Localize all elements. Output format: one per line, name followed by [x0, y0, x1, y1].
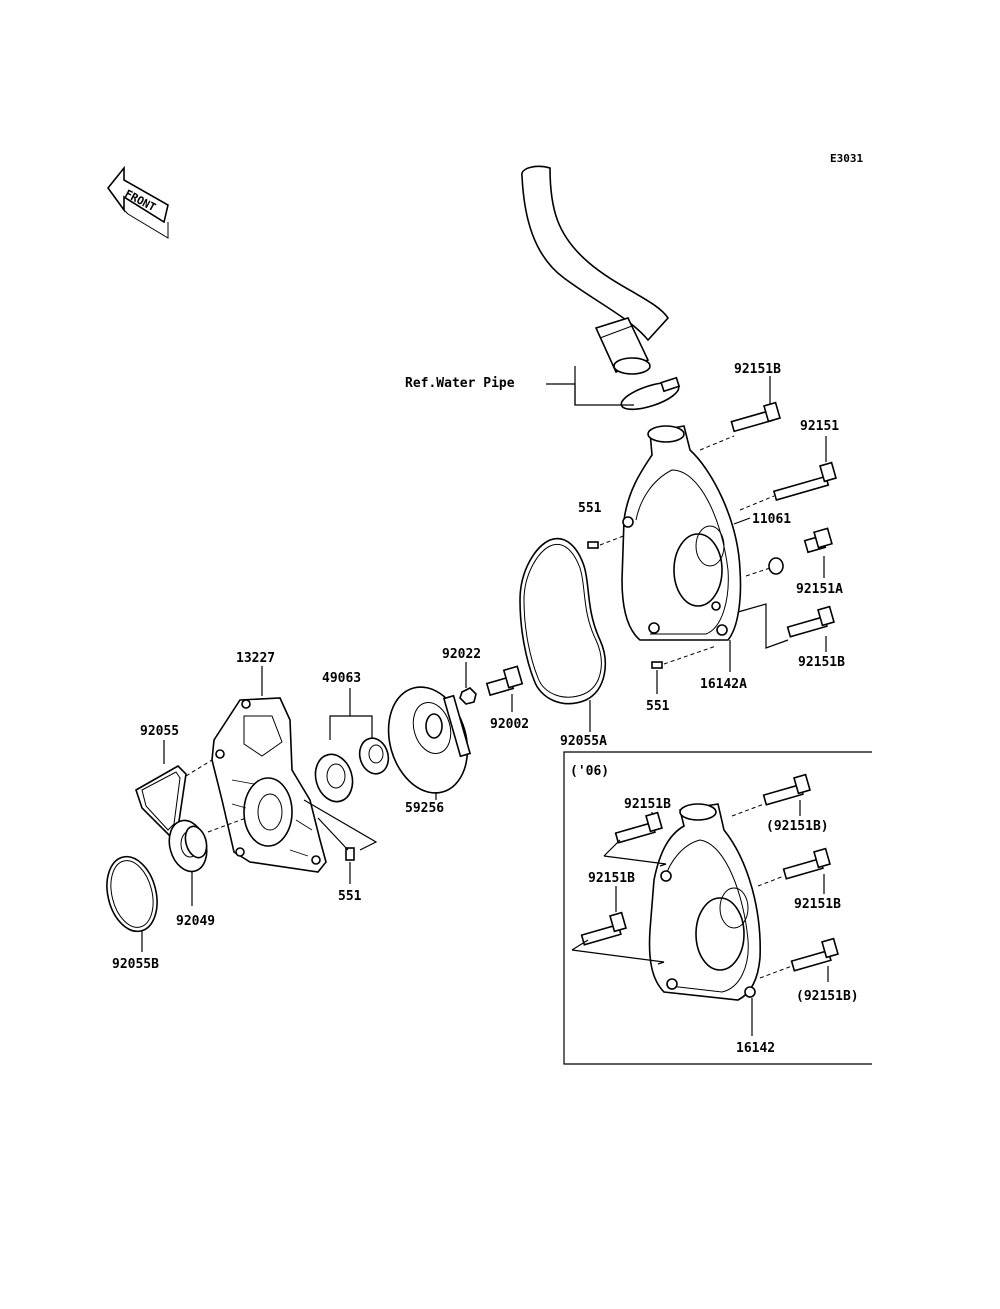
o-ring-92055B — [106, 855, 158, 933]
label-92055B: 92055B — [112, 957, 159, 972]
pump-cover-16142A — [621, 425, 742, 641]
washer-11061 — [768, 557, 784, 575]
pump-cover-16142 — [648, 803, 761, 1001]
label-92055: 92055 — [140, 724, 179, 739]
label-v92151B-b: (92151B) — [766, 819, 829, 834]
label-v16142: 16142 — [736, 1041, 775, 1056]
label-v92151B-d: 92151B — [588, 871, 635, 886]
dowel-pin-551-mid — [651, 661, 663, 669]
label-551-mid: 551 — [646, 699, 670, 714]
front-arrow-icon: FRONT — [106, 165, 169, 239]
label-92151: 92151 — [800, 419, 839, 434]
pump-housing-13227 — [211, 697, 327, 873]
label-v92151B-e: (92151B) — [796, 989, 859, 1004]
water-pipe-hose — [521, 165, 670, 375]
label-551-upper: 551 — [578, 501, 602, 516]
label-92022: 92022 — [442, 647, 481, 662]
gasket-92055A — [519, 537, 607, 705]
bolt-v92151B-e — [790, 937, 839, 972]
bolt-v92151B-d — [580, 911, 627, 946]
diagram-code: E3031 — [830, 152, 863, 165]
label-92049: 92049 — [176, 914, 215, 929]
label-11061: 11061 — [752, 512, 791, 527]
label-92151A: 92151A — [796, 582, 843, 597]
dowel-pin-551-upper — [587, 541, 599, 549]
bolt-92151B-right — [786, 605, 835, 638]
bolt-92151B-top — [730, 401, 781, 433]
label-13227: 13227 — [236, 651, 275, 666]
impeller-59256 — [387, 686, 472, 794]
variant-label: ('06) — [570, 764, 609, 779]
label-92055A: 92055A — [560, 734, 607, 749]
label-92151B-top: 92151B — [734, 362, 781, 377]
oil-seal-92049 — [168, 819, 208, 873]
label-49063: 49063 — [322, 671, 361, 686]
nut-92022 — [459, 687, 477, 705]
hose-clamp — [620, 376, 681, 411]
bolt-v92151B-c — [782, 847, 831, 880]
seal-49063 — [314, 737, 390, 803]
label-92151B-right: 92151B — [798, 655, 845, 670]
label-59256: 59256 — [405, 801, 444, 816]
bolt-92002 — [485, 665, 524, 697]
bolt-v92151B-b — [762, 773, 811, 806]
bolt-v92151B-a — [614, 811, 663, 844]
bolt-92151A — [803, 527, 833, 554]
ref-water-pipe-label: Ref.Water Pipe — [405, 376, 515, 391]
label-v92151B-c: 92151B — [794, 897, 841, 912]
label-16142A: 16142A — [700, 677, 747, 692]
bolt-92151 — [772, 461, 837, 501]
label-92002: 92002 — [490, 717, 529, 732]
dowel-pin-551-lower — [345, 847, 355, 861]
label-v92151B-a: 92151B — [624, 797, 671, 812]
label-551-lower: 551 — [338, 889, 362, 904]
variant-frame — [563, 751, 872, 1065]
